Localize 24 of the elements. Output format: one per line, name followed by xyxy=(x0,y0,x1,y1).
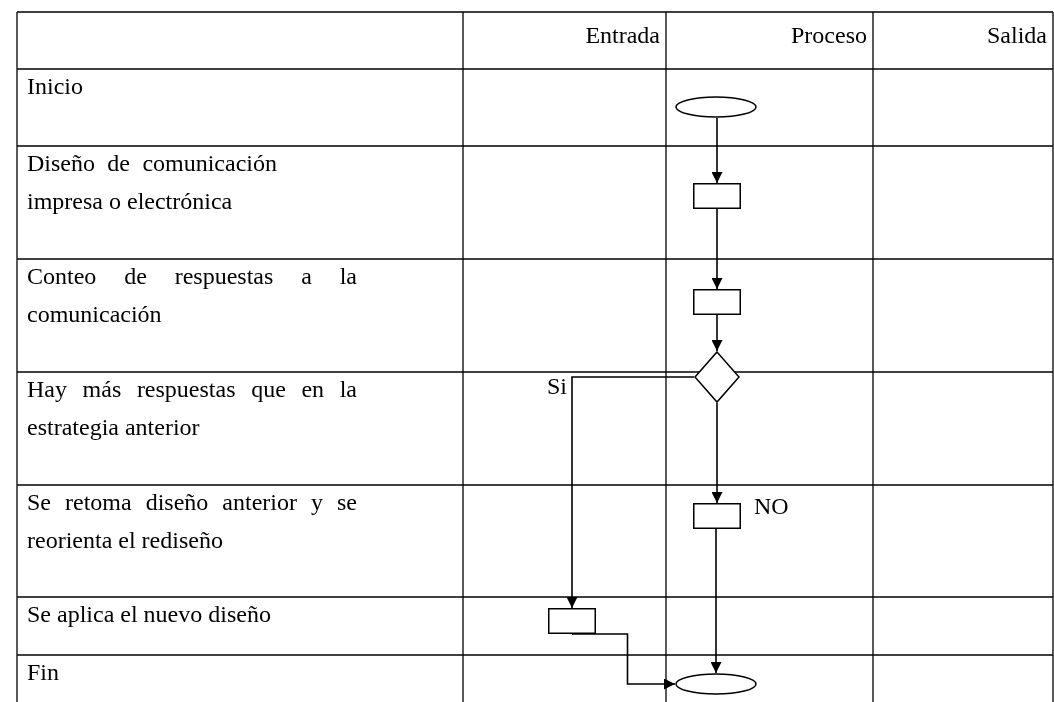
row-label: Conteo de respuestas a la comunicación xyxy=(27,262,357,329)
process-box xyxy=(693,289,741,315)
decision-diamond xyxy=(694,351,740,403)
arrow xyxy=(710,528,722,674)
process-box xyxy=(548,608,596,634)
row-label: Se aplica el nuevo diseño xyxy=(27,600,272,629)
column-header: Entrada xyxy=(584,21,660,50)
arrow xyxy=(711,208,723,290)
row-label: Se retoma diseño anterior y se reorienta el rediseño xyxy=(27,488,357,555)
arrow xyxy=(711,117,723,184)
process-box xyxy=(693,503,741,529)
column-header: Proceso xyxy=(790,21,867,50)
row-label: Fin xyxy=(27,658,60,687)
process-box xyxy=(693,183,741,209)
terminal-ellipse xyxy=(675,673,757,695)
column-header: Salida xyxy=(986,21,1047,50)
row-label: Diseño de comunicación impresa o electrónica xyxy=(27,149,277,216)
arrow xyxy=(571,633,676,690)
arrow xyxy=(711,314,723,352)
arrow xyxy=(566,376,695,609)
terminal-ellipse xyxy=(675,96,757,118)
row-label: Hay más respuestas que en la estrategia anterior xyxy=(27,375,357,442)
arrow xyxy=(711,402,723,504)
row-label: Inicio xyxy=(27,72,84,101)
